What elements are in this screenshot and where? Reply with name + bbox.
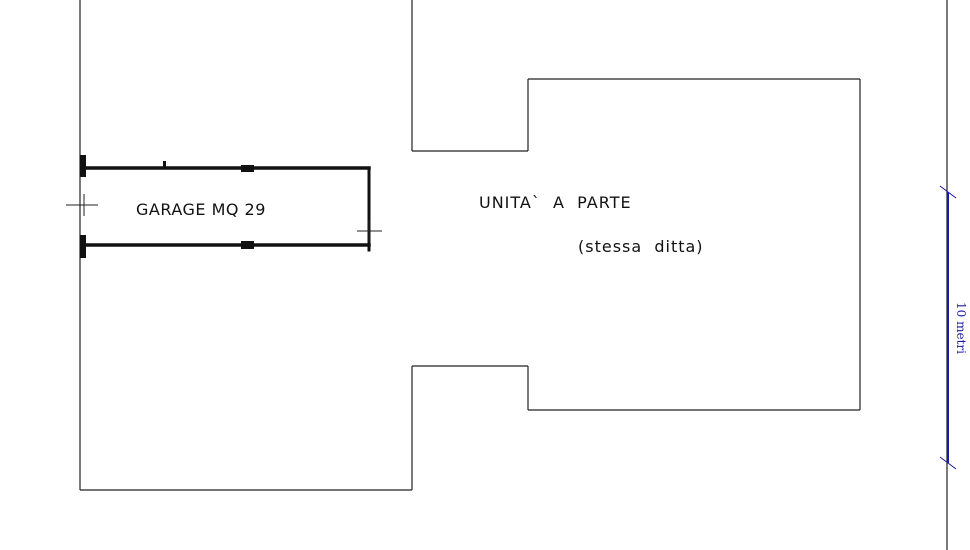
garage-label: GARAGE MQ 29: [136, 200, 266, 219]
unit-sublabel: (stessa ditta): [578, 237, 704, 256]
unit-outline: [527, 78, 861, 411]
garage-wall-markers: [163, 161, 254, 249]
scale-bar-label: 10 metri: [954, 302, 968, 354]
reference-crosshairs: [66, 194, 382, 242]
scale-bar: 10 metri: [939, 185, 968, 470]
unit-label: UNITA` A PARTE: [479, 193, 632, 212]
